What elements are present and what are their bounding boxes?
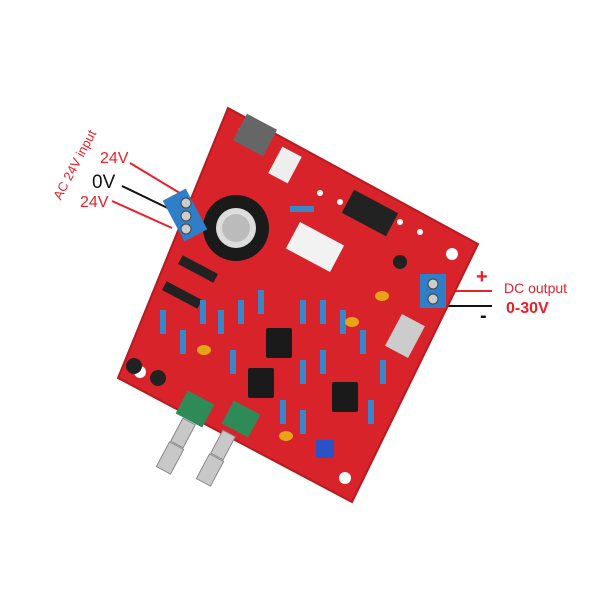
- ic-chip: [248, 368, 274, 398]
- power-resistor: [285, 222, 345, 272]
- pot-shaft-current: [210, 429, 236, 461]
- input-label-24v-top: 24V: [100, 150, 129, 167]
- heatsink-transistor: [385, 314, 425, 358]
- output-plus-label: +: [476, 266, 488, 288]
- dc-output-label: DC output: [504, 280, 568, 296]
- power-transistor: [341, 189, 399, 237]
- wire-24v-top: [129, 162, 189, 199]
- regulator: [232, 113, 278, 157]
- diode: [177, 255, 219, 283]
- ic-chip: [332, 382, 358, 412]
- pot-knob-voltage: [155, 441, 185, 475]
- pot-shaft-voltage: [170, 417, 196, 449]
- wire-24v-bottom: [111, 200, 173, 229]
- resistors: [160, 206, 386, 434]
- ic-chip: [266, 328, 292, 358]
- output-minus-label: -: [480, 305, 487, 327]
- small-capacitor: [393, 255, 407, 269]
- pot-knob-current: [195, 453, 225, 487]
- connector-white: [268, 146, 302, 184]
- trimmer-potentiometer: [316, 440, 334, 458]
- small-capacitor: [150, 370, 166, 386]
- input-label-0v: 0V: [92, 172, 116, 193]
- potentiometer-current: [221, 400, 261, 438]
- diode: [161, 281, 203, 309]
- small-capacitor: [126, 358, 142, 374]
- potentiometer-voltage: [175, 390, 215, 428]
- input-label-24v-bottom: 24V: [80, 194, 109, 211]
- output-range-label: 0-30V: [506, 300, 549, 317]
